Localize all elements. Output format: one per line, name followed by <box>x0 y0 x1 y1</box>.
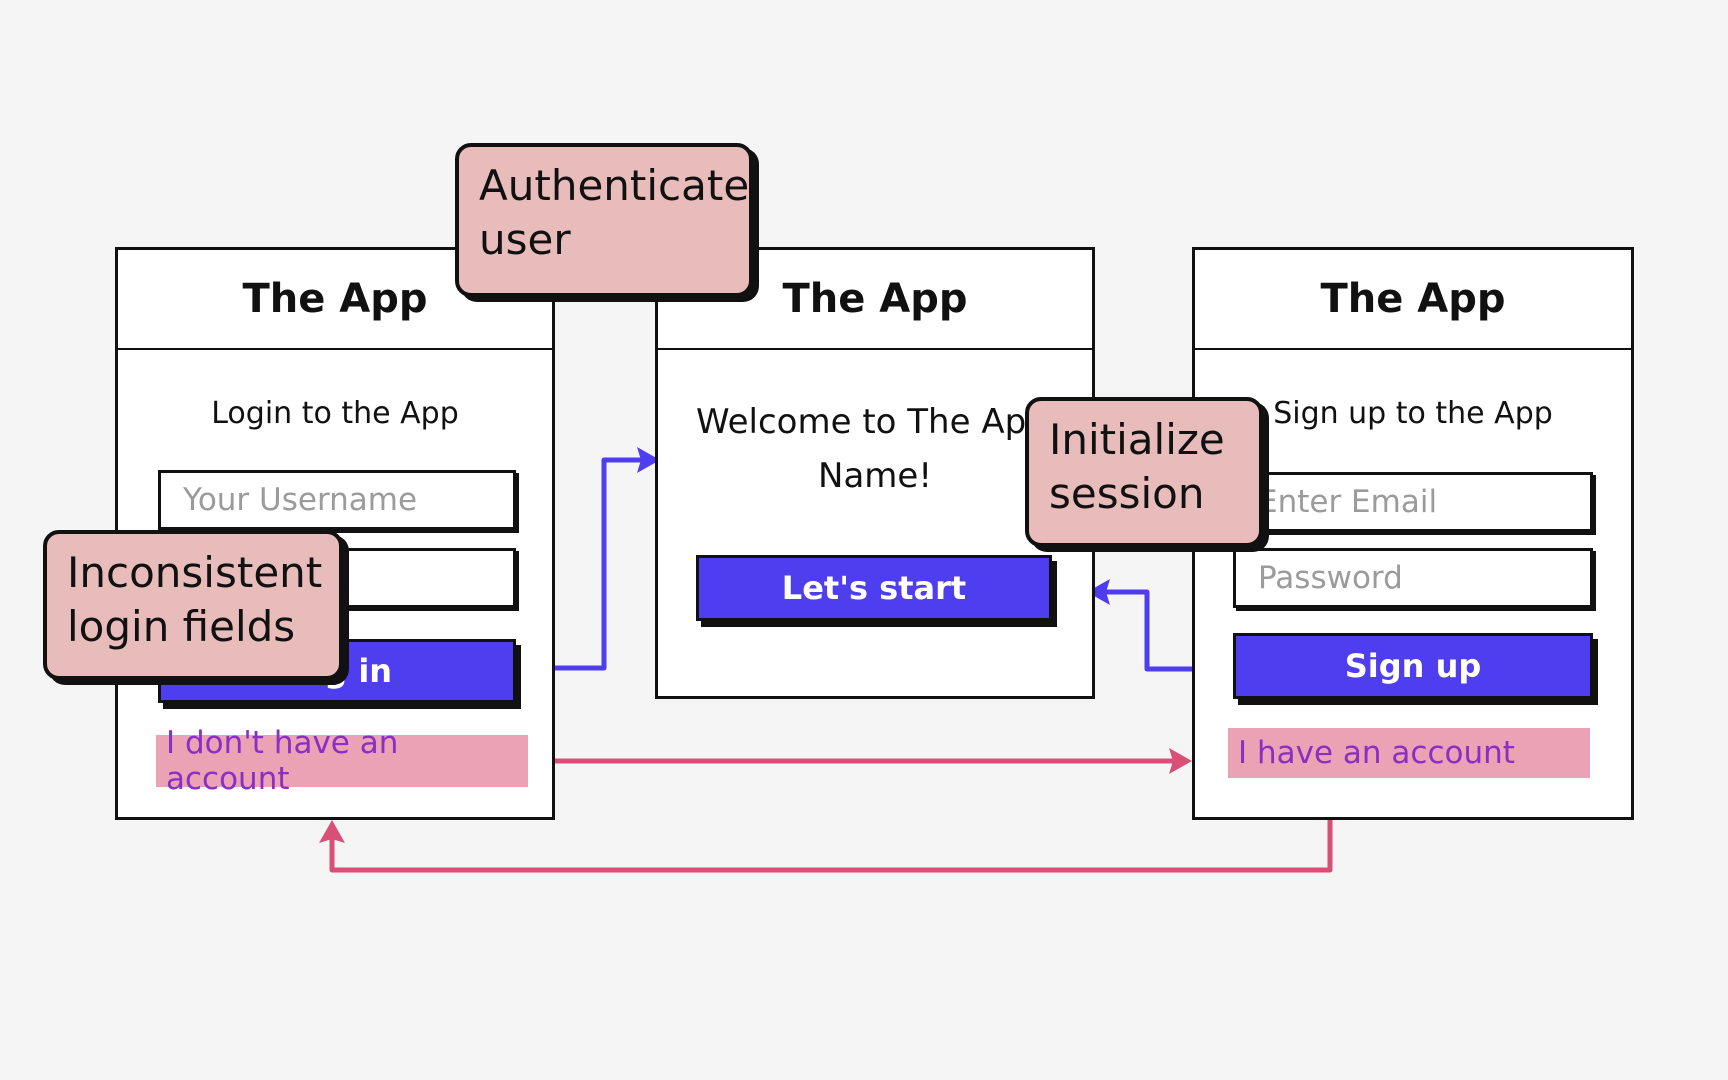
note-line: Authenticate <box>479 161 750 210</box>
password-field[interactable]: Password <box>1233 548 1593 608</box>
arrowhead-signup <box>1169 748 1192 774</box>
arrowhead-welcome-right <box>1087 579 1110 605</box>
email-field[interactable]: Enter Email <box>1233 472 1593 532</box>
app-title: The App <box>1195 250 1631 350</box>
inconsistent-login-fields-note: Inconsistent login fields <box>43 530 343 680</box>
note-line: Initialize <box>1049 415 1225 464</box>
authenticate-user-note: Authenticate user <box>455 143 753 297</box>
arrowhead-login <box>319 820 345 843</box>
welcome-screen: The App Welcome to The App Name! Let's s… <box>655 247 1095 699</box>
login-subtitle: Login to the App <box>211 396 459 431</box>
signup-subtitle: Sign up to the App <box>1273 396 1553 431</box>
note-line: Inconsistent <box>67 548 323 597</box>
arrow-signup-to-welcome <box>1096 589 1236 672</box>
lets-start-button[interactable]: Let's start <box>696 555 1052 621</box>
note-line: login fields <box>67 602 296 651</box>
note-line: user <box>479 215 571 264</box>
app-title: The App <box>118 250 552 350</box>
signup-button[interactable]: Sign up <box>1233 633 1593 699</box>
welcome-message-line2: Name! <box>818 456 932 496</box>
initialize-session-note: Initialize session <box>1025 397 1263 547</box>
note-line: session <box>1049 469 1205 518</box>
signup-screen: The App Sign up to the App Enter Email P… <box>1192 247 1634 820</box>
app-title: The App <box>658 250 1092 350</box>
arrowhead-welcome-left <box>637 447 660 473</box>
arrow-signup-link-to-login <box>329 783 1333 873</box>
have-account-link[interactable]: I have an account <box>1228 728 1590 778</box>
username-field[interactable]: Your Username <box>158 470 516 530</box>
welcome-message-line1: Welcome to The App <box>696 402 1048 442</box>
no-account-link[interactable]: I don't have an account <box>156 725 528 797</box>
